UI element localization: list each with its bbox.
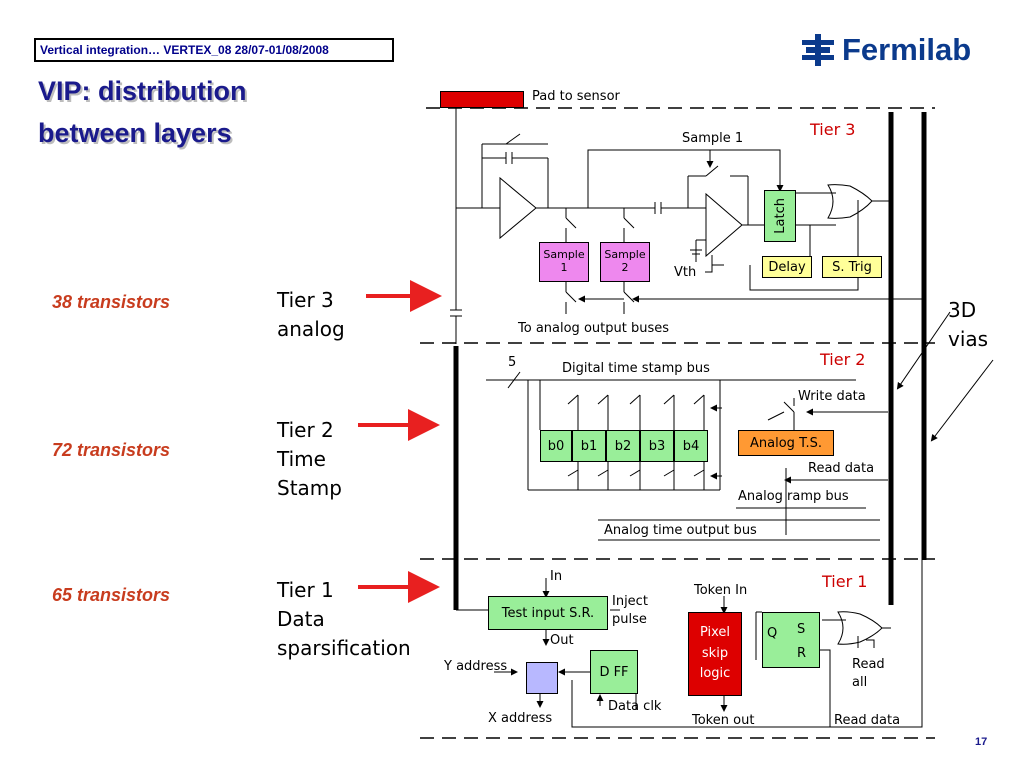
latch-label: Latch bbox=[772, 198, 788, 234]
bit-b4-box: b4 bbox=[674, 430, 708, 462]
in-label: In bbox=[550, 569, 563, 584]
test-input-sr-box: Test input S.R. bbox=[488, 596, 608, 630]
bit-b1-box: b1 bbox=[572, 430, 606, 462]
tier2-description: Tier 2 Time Stamp bbox=[277, 418, 342, 500]
digital-bus-label: Digital time stamp bus bbox=[562, 361, 710, 376]
tier1-description: Tier 1 Data sparsification bbox=[277, 578, 411, 660]
fermilab-logo-icon bbox=[802, 34, 834, 66]
tier2-transistor-count: 72 transistors bbox=[52, 440, 171, 460]
sample2-box-label: Sample 2 bbox=[604, 248, 646, 274]
address-encoder-box bbox=[526, 662, 558, 694]
sr-latch-box: Q S R bbox=[762, 612, 820, 668]
token-out-label: Token out bbox=[692, 713, 755, 728]
d-ff-box: D FF bbox=[590, 650, 638, 694]
tier3-label: Tier 3 bbox=[810, 120, 856, 139]
bit-b1-label: b1 bbox=[580, 438, 598, 454]
to-analog-output-label: To analog output buses bbox=[518, 321, 669, 336]
bit-b2-label: b2 bbox=[614, 438, 632, 454]
sample1-signal-label: Sample 1 bbox=[682, 131, 744, 146]
page-number: 17 bbox=[975, 736, 988, 748]
delay-box: Delay bbox=[762, 256, 812, 278]
out-label: Out bbox=[550, 633, 574, 648]
x-address-label: X address bbox=[488, 711, 553, 726]
tier1-label: Tier 1 bbox=[822, 572, 868, 591]
pixel-skip-logic-label: Pixel skip logic bbox=[699, 624, 731, 682]
3d-vias-label: 3D vias bbox=[948, 298, 989, 351]
bit-b3-label: b3 bbox=[648, 438, 666, 454]
bit-b0-box: b0 bbox=[540, 430, 572, 462]
sample1-box-label: Sample 1 bbox=[543, 248, 585, 274]
analog-ts-box: Analog T.S. bbox=[738, 430, 834, 456]
pad-to-sensor-label: Pad to sensor bbox=[532, 89, 620, 104]
analog-ramp-bus-label: Analog ramp bus bbox=[738, 489, 849, 504]
q-label: Q bbox=[767, 626, 778, 641]
d-ff-label: D FF bbox=[599, 664, 629, 680]
bus-width-label: 5 bbox=[508, 355, 517, 370]
bit-b0-label: b0 bbox=[547, 438, 565, 454]
tier2-read-data-label: Read data bbox=[808, 461, 875, 476]
tier1-read-data-label: Read data bbox=[834, 713, 901, 728]
read-all-label: Read all bbox=[852, 657, 885, 691]
y-address-label: Y address bbox=[444, 659, 508, 674]
sample2-box: Sample 2 bbox=[600, 242, 650, 282]
conference-banner: Vertical integration… VERTEX_08 28/07-01… bbox=[34, 38, 394, 62]
analog-time-output-bus-label: Analog time output bus bbox=[604, 523, 757, 538]
tier3-transistor-count: 38 transistors bbox=[52, 292, 171, 312]
token-in-label: Token In bbox=[694, 583, 748, 598]
delay-label: Delay bbox=[768, 259, 806, 275]
tier1-transistor-count: 65 transistors bbox=[52, 585, 171, 605]
r-label: R bbox=[797, 646, 807, 661]
bit-b4-label: b4 bbox=[682, 438, 700, 454]
logo-text: Fermilab bbox=[842, 32, 972, 67]
analog-ts-label: Analog T.S. bbox=[750, 435, 822, 451]
bit-b2-box: b2 bbox=[606, 430, 640, 462]
fermilab-logo: Fermilab bbox=[800, 30, 971, 70]
test-input-sr-label: Test input S.R. bbox=[501, 605, 595, 621]
s-trig-box: S. Trig bbox=[822, 256, 882, 278]
tier2-label: Tier 2 bbox=[820, 350, 866, 369]
sample1-box: Sample 1 bbox=[539, 242, 589, 282]
sensor-pad bbox=[440, 91, 524, 108]
pixel-skip-logic-box: Pixel skip logic bbox=[688, 612, 742, 696]
s-trig-label: S. Trig bbox=[832, 259, 872, 275]
data-clk-label: Data clk bbox=[608, 699, 662, 714]
inject-pulse-label: Inject pulse bbox=[612, 594, 648, 628]
vth-label: Vth bbox=[674, 265, 697, 280]
latch-box: Latch bbox=[764, 190, 796, 242]
tier3-description: Tier 3 analog bbox=[277, 288, 345, 341]
s-label: S bbox=[797, 622, 806, 637]
slide-title: VIP: distribution between layers bbox=[38, 76, 247, 148]
bit-b3-box: b3 bbox=[640, 430, 674, 462]
write-data-label: Write data bbox=[798, 389, 866, 404]
